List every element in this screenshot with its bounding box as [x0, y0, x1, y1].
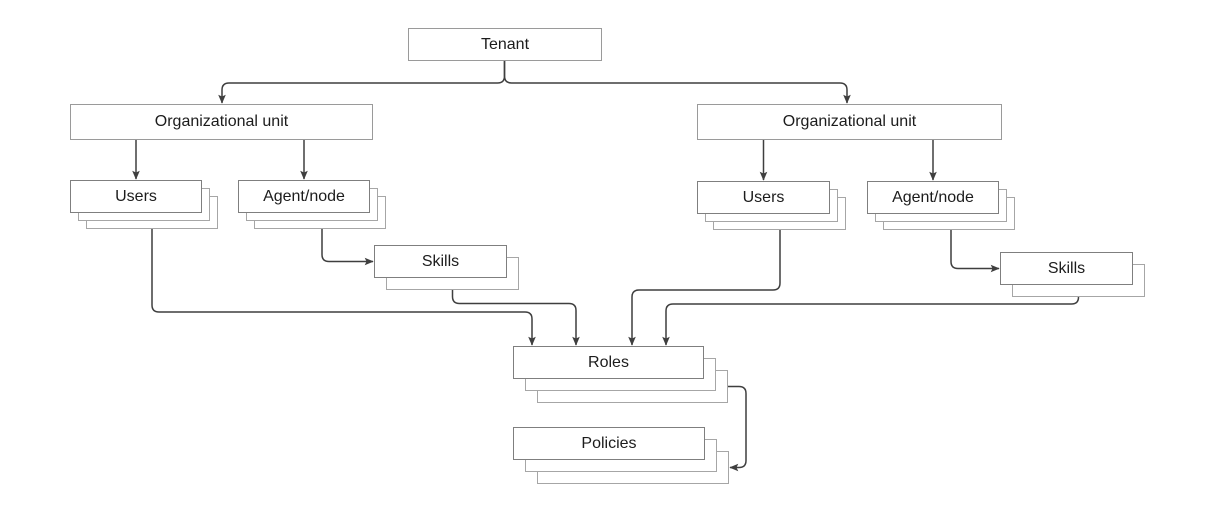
org-unit-left-node: Organizational unit [70, 104, 373, 140]
users-right-node: Users [697, 181, 830, 214]
users-left-stack: Users [70, 180, 218, 229]
edge-tenant-org-unit-right [503, 61, 851, 104]
policies-stack: Policies [513, 427, 729, 484]
agent-node-left-label: Agent/node [263, 187, 345, 205]
agent-node-left-stack: Agent/node [238, 180, 386, 229]
roles-label: Roles [588, 353, 629, 371]
users-right-label: Users [742, 188, 785, 206]
users-left-label: Users [115, 187, 157, 205]
edge-skills-left-roles [451, 290, 580, 346]
users-left-node: Users [70, 180, 202, 213]
edge-roles-policies [728, 385, 747, 472]
roles-stack: Roles [513, 346, 728, 403]
edge-agent-node-right-skills-right [950, 230, 1000, 273]
edge-agent-node-left-skills-left [321, 229, 374, 266]
agent-node-right-node: Agent/node [867, 181, 999, 214]
skills-right-label: Skills [1047, 259, 1086, 277]
skills-left-stack: Skills [374, 245, 519, 290]
agent-node-left-node: Agent/node [238, 180, 370, 213]
tenant-label: Tenant [480, 35, 530, 53]
roles-node: Roles [513, 346, 704, 379]
edge-skills-right-roles [662, 296, 1080, 346]
edge-tenant-org-unit-left [218, 61, 506, 104]
tenant-node: Tenant [408, 28, 602, 61]
agent-node-right-stack: Agent/node [867, 181, 1015, 230]
skills-left-node: Skills [374, 245, 507, 278]
skills-right-node: Skills [1000, 252, 1133, 285]
skills-left-label: Skills [421, 252, 460, 270]
skills-right-stack: Skills [1000, 252, 1145, 297]
org-unit-left-label: Organizational unit [154, 113, 289, 130]
policies-label: Policies [581, 434, 637, 452]
org-unit-right-label: Organizational unit [782, 113, 917, 130]
users-right-stack: Users [697, 181, 846, 230]
edge-users-right-roles [628, 230, 781, 346]
agent-node-right-label: Agent/node [892, 188, 974, 206]
org-unit-right-node: Organizational unit [697, 104, 1002, 140]
policies-node: Policies [513, 427, 705, 460]
